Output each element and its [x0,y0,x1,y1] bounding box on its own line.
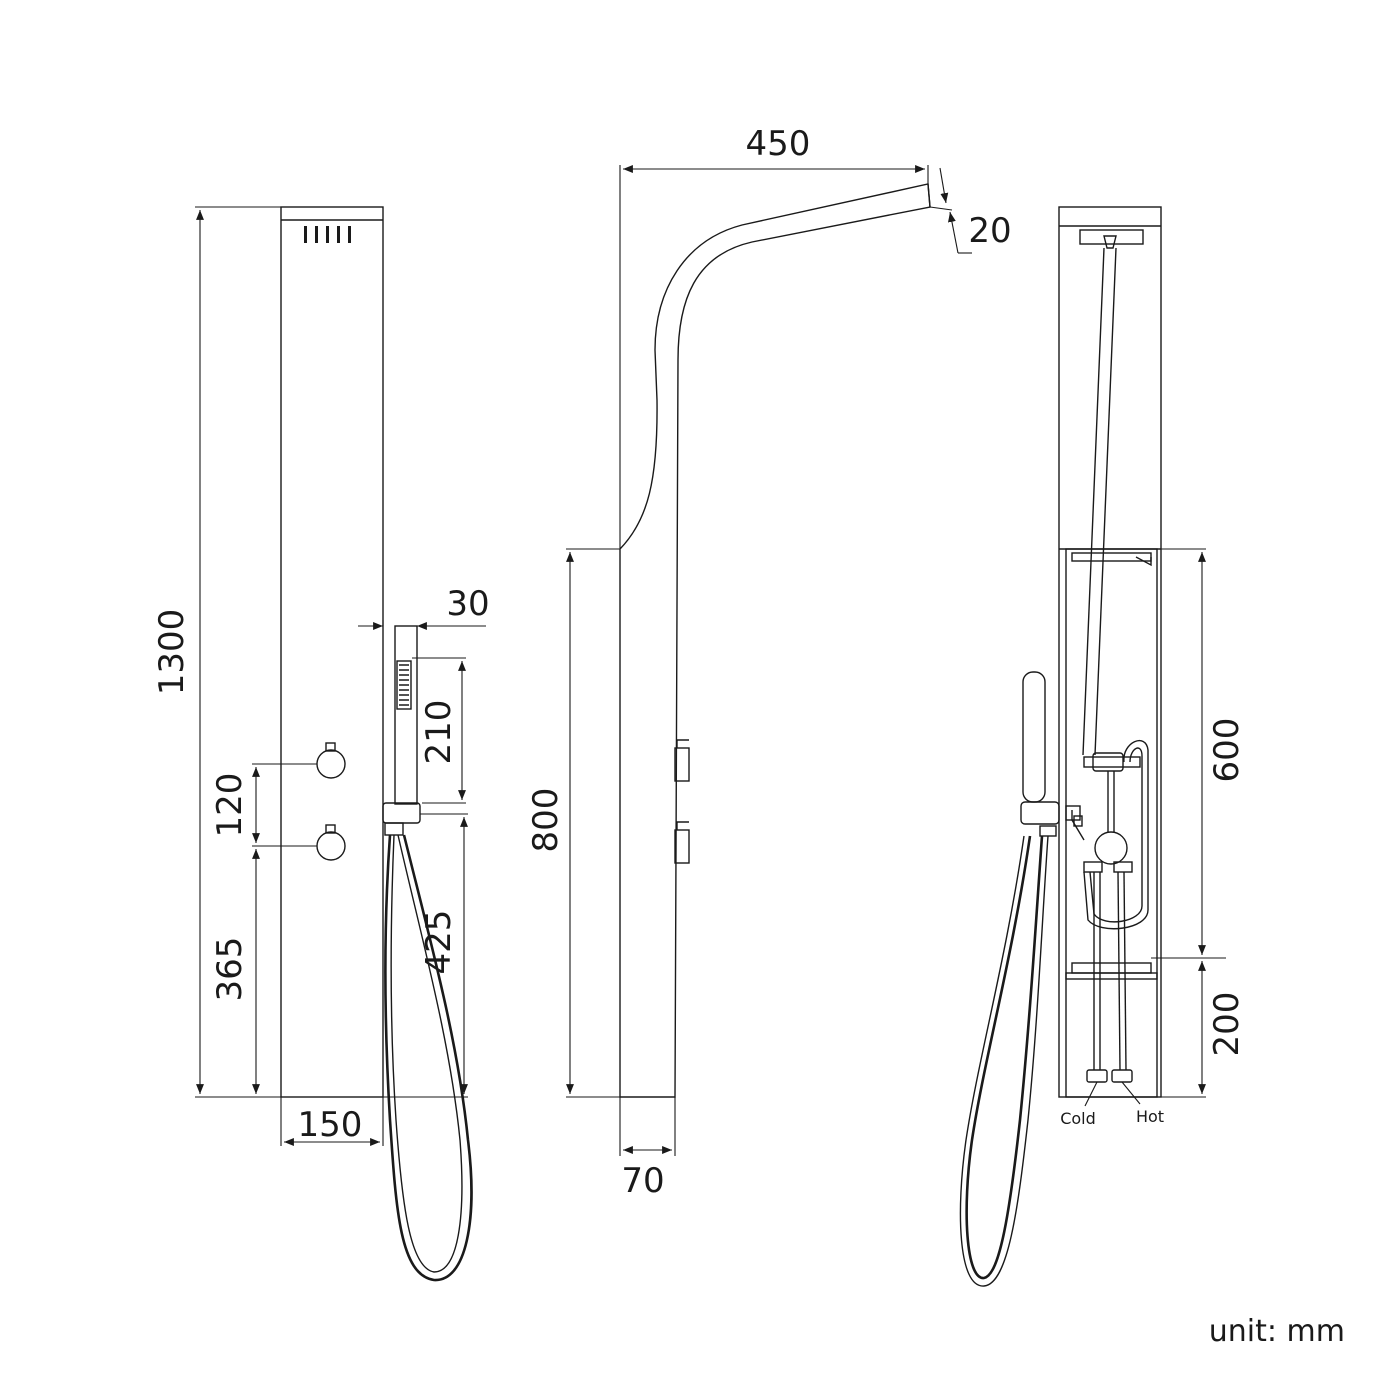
dim-mixer-section-height: 600 [1207,718,1247,783]
dim-lower-valve-height: 365 [210,937,250,1002]
dim-holder-height: 425 [419,910,459,975]
lower-valve-knob-icon [316,824,346,861]
dim-lower-section-height: 800 [526,788,566,853]
side-profile [619,183,931,1098]
dim-panel-depth: 70 [621,1161,664,1201]
hot-label: Hot [1136,1107,1164,1126]
nozzle-slots-icon [304,226,351,243]
hand-shower-icon [382,625,473,1282]
dim-handset-length: 210 [419,700,459,765]
lower-valve-handle-icon [674,821,690,864]
back-view: Cold Hot 600 200 [959,206,1247,1287]
back-hand-shower-icon [959,671,1060,1287]
dim-height-total: 1300 [152,609,192,696]
unit-label: unit: mm [1209,1314,1345,1349]
cold-inlet-icon [1086,1069,1108,1083]
hot-inlet-icon [1111,1069,1133,1083]
dim-bottom-section-height: 200 [1207,992,1247,1057]
side-view: 450 20 800 70 [526,124,1012,1201]
mixer-assembly-icon [1065,739,1149,930]
cold-label: Cold [1060,1109,1096,1128]
dim-arm-drop: 20 [968,211,1011,251]
upper-valve-handle-icon [674,739,690,782]
front-view: 1300 120 365 150 30 210 425 [152,206,490,1282]
front-panel [280,206,384,1098]
upper-valve-knob-icon [316,742,346,779]
dim-valve-spacing: 120 [210,773,250,838]
dim-panel-width: 150 [298,1105,363,1145]
dim-arm-reach: 450 [746,124,811,164]
dim-handset-width: 30 [446,584,489,624]
